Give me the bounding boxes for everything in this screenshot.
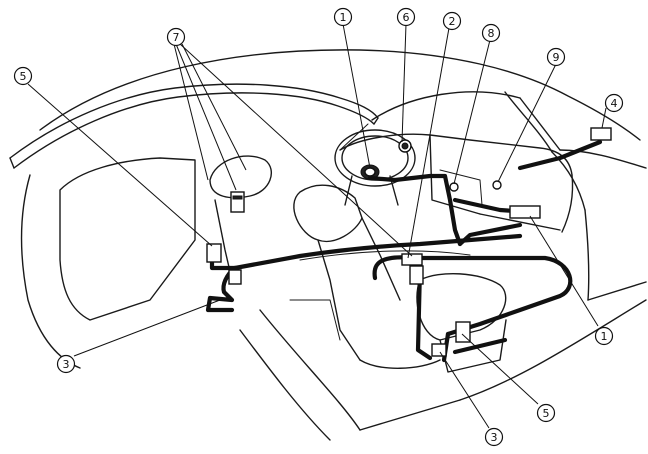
driver-seat bbox=[293, 184, 441, 369]
curtain-inflator-module bbox=[230, 191, 245, 213]
callout-1-bottom: 1 bbox=[594, 326, 614, 346]
svg-text:9: 9 bbox=[553, 51, 560, 64]
callout-7: 7 bbox=[166, 27, 186, 47]
svg-text:3: 3 bbox=[63, 358, 70, 371]
svg-text:8: 8 bbox=[488, 27, 495, 40]
b-pillar-connector bbox=[228, 269, 242, 285]
callout-5-bottom: 5 bbox=[536, 403, 556, 423]
callout-4: 4 bbox=[604, 93, 624, 113]
passenger-airbag-module bbox=[509, 205, 541, 219]
svg-text:1: 1 bbox=[601, 330, 608, 343]
front-impact-sensor bbox=[590, 127, 612, 141]
svg-text:5: 5 bbox=[543, 407, 550, 420]
callout-6: 6 bbox=[396, 7, 416, 27]
svg-text:4: 4 bbox=[611, 97, 618, 110]
callout-3-left: 3 bbox=[56, 354, 76, 374]
floor-connector bbox=[431, 343, 447, 357]
vehicle-body bbox=[9, 49, 647, 441]
passenger-side-sensor bbox=[455, 321, 471, 343]
svg-text:3: 3 bbox=[491, 431, 498, 444]
side-impact-sensor bbox=[206, 243, 222, 263]
sdm-unit bbox=[401, 253, 423, 266]
svg-text:2: 2 bbox=[449, 15, 456, 28]
components bbox=[206, 127, 612, 357]
callout-2: 2 bbox=[442, 11, 462, 31]
leader-lines bbox=[27, 23, 607, 429]
svg-text:1: 1 bbox=[340, 11, 347, 24]
callout-3-bottom: 3 bbox=[484, 427, 504, 447]
svg-text:6: 6 bbox=[403, 11, 410, 24]
seat-connector bbox=[409, 265, 424, 285]
callout-5-left: 5 bbox=[13, 66, 33, 86]
callouts: 1 6 2 8 9 7 5 4 bbox=[13, 7, 624, 447]
callout-9: 9 bbox=[546, 47, 566, 67]
callout-1-top: 1 bbox=[333, 7, 353, 27]
svg-text:7: 7 bbox=[173, 31, 180, 44]
svg-text:5: 5 bbox=[20, 70, 27, 83]
callout-8: 8 bbox=[481, 23, 501, 43]
